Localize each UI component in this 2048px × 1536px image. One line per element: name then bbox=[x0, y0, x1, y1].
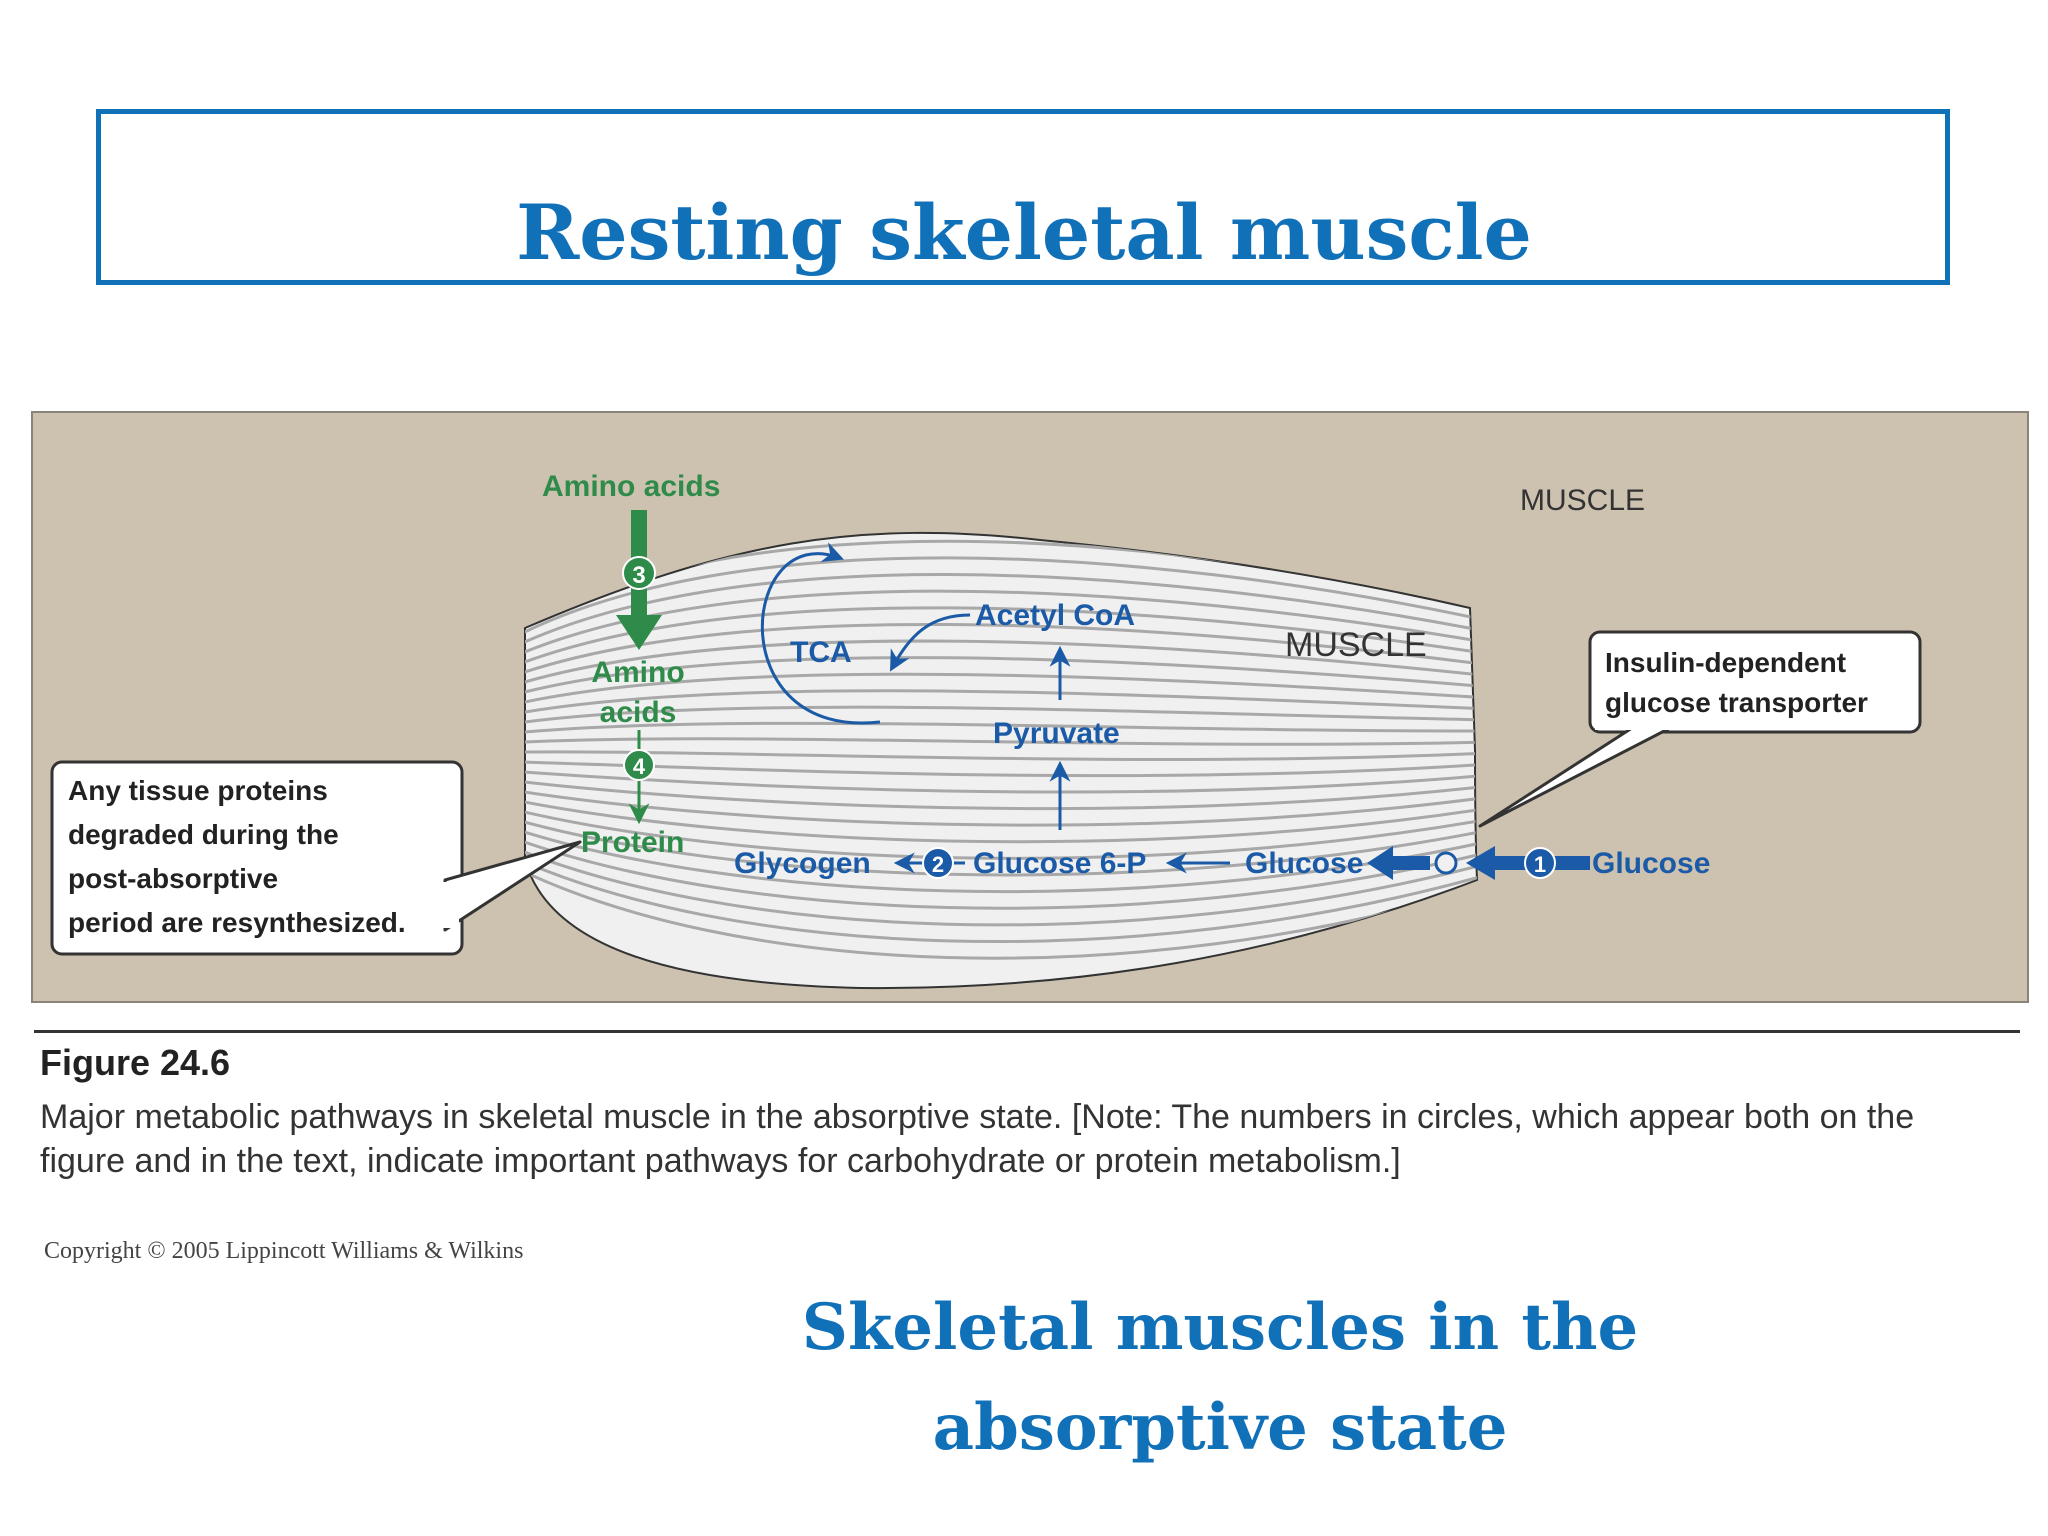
muscle-fiber-line bbox=[525, 705, 1477, 726]
muscle-fiber-line bbox=[525, 778, 1477, 811]
copyright-notice: Copyright © 2005 Lippincott Williams & W… bbox=[44, 1238, 524, 1264]
tissue-callout-line-4: period are resynthesized. bbox=[68, 907, 406, 938]
muscle-fiber-line bbox=[525, 656, 1477, 698]
muscle-inner-label: MUSCLE bbox=[1285, 626, 1427, 664]
muscle-outer-label: MUSCLE bbox=[1520, 484, 1645, 517]
slide-subtitle-line-1: Skeletal muscles in the bbox=[801, 1290, 1639, 1365]
metabolic-pathway-figure: MUSCLE MUSCLE Amino acids 3 Amino acids … bbox=[31, 411, 2029, 1003]
muscle-fiber-line bbox=[525, 622, 1477, 679]
tissue-proteins-callout: Any tissue proteins degraded during the … bbox=[50, 760, 582, 956]
step-1-number: 1 bbox=[1534, 852, 1546, 877]
muscle-fiber-line bbox=[525, 835, 1477, 910]
slide-subtitle-line-2: absorptive state bbox=[932, 1390, 1508, 1465]
muscle-fiber-line bbox=[525, 737, 1477, 746]
step-4-number: 4 bbox=[633, 754, 646, 779]
step-2-number: 2 bbox=[932, 852, 944, 877]
muscle-fiber-line bbox=[525, 760, 1477, 778]
transport-arrow-inner bbox=[1367, 846, 1430, 880]
glucose-transporter bbox=[1434, 851, 1458, 875]
step-3-arrow-head bbox=[616, 615, 662, 650]
amino-acids-top-label: Amino acids bbox=[542, 470, 720, 503]
muscle-fiber-line bbox=[525, 863, 1477, 960]
figure-caption-rule bbox=[34, 1030, 2020, 1033]
muscle-fiber-line bbox=[525, 769, 1477, 794]
amino-inner-label-2: acids bbox=[600, 696, 677, 729]
insulin-callout: Insulin-dependent glucose transporter bbox=[1478, 630, 1922, 828]
insulin-callout-line-1: Insulin-dependent bbox=[1605, 647, 1846, 678]
slide-subtitle: Skeletal muscles in the absorptive state bbox=[740, 1278, 1700, 1478]
step-4-circle bbox=[623, 749, 655, 781]
muscle-fiber-line bbox=[525, 606, 1477, 669]
muscle-fiber-line bbox=[525, 672, 1477, 707]
muscle-fiber-line bbox=[525, 689, 1477, 717]
slide-title: Resting skeletal muscle bbox=[516, 188, 1532, 277]
muscle-fiber-line bbox=[525, 589, 1477, 660]
muscle-fiber-line bbox=[525, 573, 1477, 651]
glucose-outer-label: Glucose bbox=[1592, 847, 1710, 880]
step-1-circle bbox=[1524, 847, 1556, 879]
tissue-callout-line-3: post-absorptive bbox=[68, 863, 278, 894]
step-3-number: 3 bbox=[632, 562, 645, 589]
amino-inner-label-1: Amino bbox=[591, 656, 684, 689]
insulin-callout-line-2: glucose transporter bbox=[1605, 687, 1868, 718]
muscle-fiber-line bbox=[525, 788, 1477, 827]
tissue-callout-line-1: Any tissue proteins bbox=[68, 775, 328, 806]
glucose-inner-label: Glucose bbox=[1245, 847, 1363, 880]
muscle-fiber-line bbox=[525, 797, 1477, 844]
tissue-callout-line-2: degraded during the bbox=[68, 819, 339, 850]
acetyl-coa-label: Acetyl CoA bbox=[975, 599, 1135, 632]
figure-label: Figure 24.6 bbox=[40, 1042, 231, 1083]
protein-label: Protein bbox=[581, 826, 684, 859]
figure-caption: Major metabolic pathways in skeletal mus… bbox=[40, 1098, 1915, 1180]
acetyl-to-tca-arrow bbox=[889, 613, 971, 672]
muscle-fiber-line bbox=[525, 750, 1477, 762]
muscle-fiber-line bbox=[525, 844, 1477, 927]
muscle-fiber-line bbox=[525, 854, 1477, 943]
title-box bbox=[96, 109, 1950, 285]
muscle-fiber-line bbox=[525, 721, 1477, 735]
glycogen-label: Glycogen bbox=[734, 847, 871, 880]
muscle-fiber-line bbox=[525, 825, 1477, 894]
pyruvate-label: Pyruvate bbox=[993, 717, 1120, 750]
muscle-fiber-line bbox=[525, 639, 1477, 688]
tca-label: TCA bbox=[790, 636, 852, 669]
step-3-circle bbox=[622, 556, 656, 590]
step-2-circle bbox=[922, 847, 954, 879]
tca-cycle-arrow bbox=[760, 542, 881, 725]
glucose-6p-label: Glucose 6-P bbox=[973, 847, 1146, 880]
muscle-fiber-line bbox=[525, 556, 1477, 641]
